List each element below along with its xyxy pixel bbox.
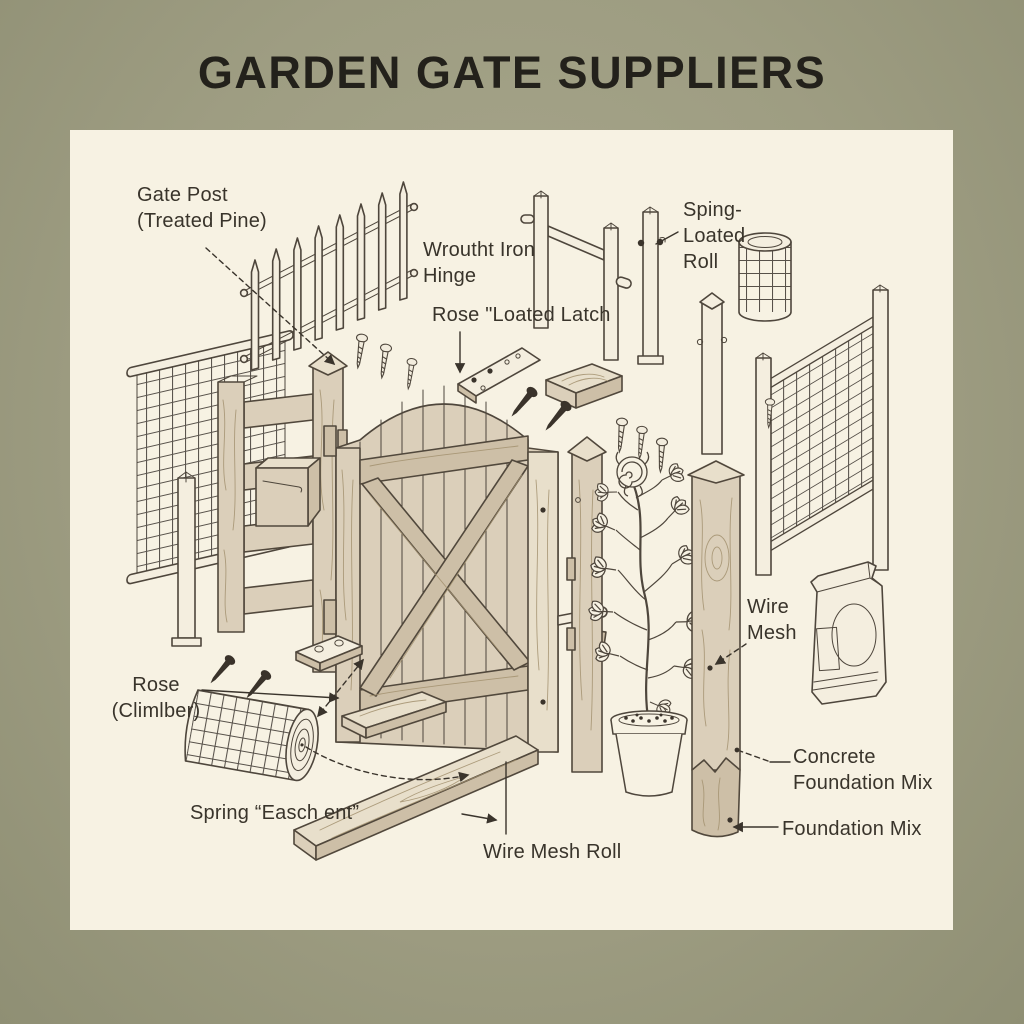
wire-mesh-panel-right — [755, 284, 889, 576]
label-gate-post: Gate Post (Treated Pine) — [137, 184, 267, 232]
label-wrought-iron-hinge: Wroutht Iron Hinge — [423, 239, 536, 287]
page-title: GARDEN GATE SUPPLIERS — [197, 47, 827, 98]
wood-block — [545, 363, 623, 409]
latch-plate — [457, 347, 541, 404]
label-spring-easchent: Spring “Easch ent” — [190, 802, 360, 824]
h-frame-posts — [520, 190, 632, 361]
post-wood-grain-broken — [687, 460, 745, 838]
label-foundation-mix: Foundation Mix — [782, 818, 922, 840]
diagram-illustration — [126, 181, 889, 861]
diagram-panel — [70, 130, 953, 930]
label-wire-mesh-roll: Wire Mesh Roll — [483, 841, 622, 863]
post-mid — [696, 292, 728, 455]
small-plank — [341, 691, 447, 739]
wire-mesh-roll-upright — [738, 232, 792, 322]
label-rose-loated-latch: Rose "Loated Latch — [432, 304, 611, 326]
label-wire-mesh: Wire Mesh — [747, 596, 797, 644]
gate-frame — [217, 351, 361, 673]
concrete-bag — [810, 561, 887, 705]
main-gate — [323, 385, 608, 753]
leader-lines — [201, 231, 791, 835]
picket-fence-section — [239, 181, 419, 371]
post-plain-left — [171, 471, 202, 647]
post-with-latch — [637, 206, 666, 365]
long-plank — [293, 735, 539, 861]
rose-climber-plant — [585, 451, 705, 797]
wire-mesh-roll-horizontal — [184, 689, 319, 782]
label-rose-climber: Rose (Climlber) — [111, 674, 201, 722]
label-concrete-foundation-mix: Concrete Foundation Mix — [793, 746, 933, 794]
label-sping-loated-roll: Sping- Loated Roll — [683, 199, 746, 273]
